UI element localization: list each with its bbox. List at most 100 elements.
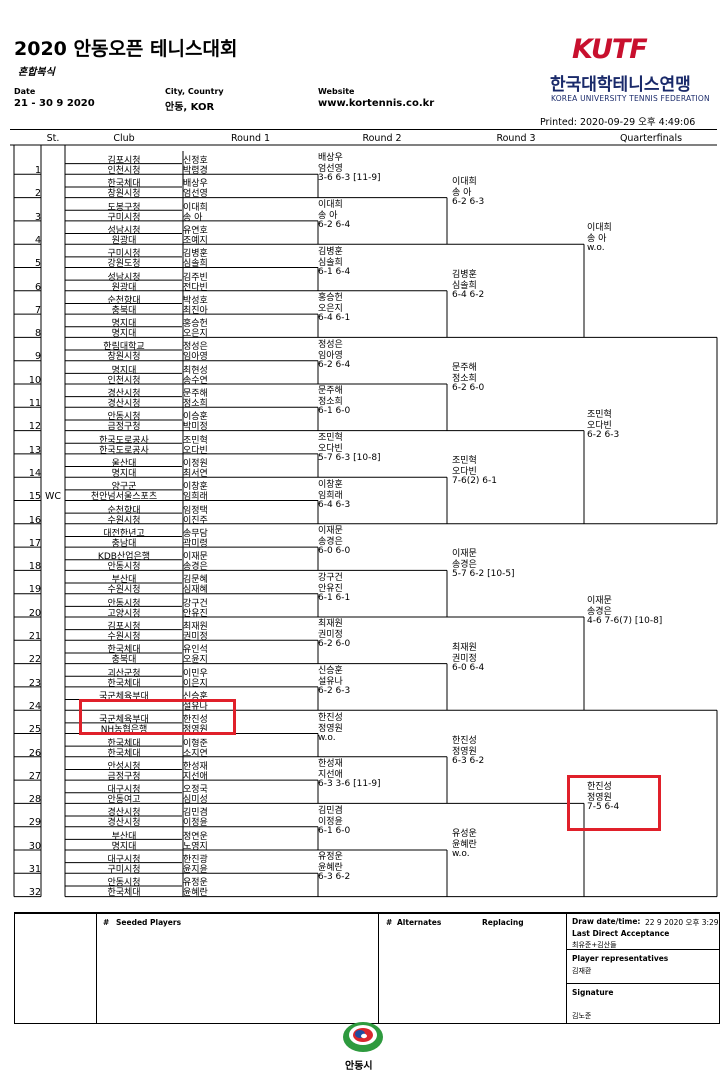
club-name: 한국체대 xyxy=(107,738,141,749)
club-name: 도봉구청 xyxy=(107,202,141,213)
player-name: 홍승헌 xyxy=(183,319,208,330)
club-name: 한국체대 xyxy=(107,645,141,656)
andong-city-logo-icon xyxy=(343,1022,383,1052)
player-name: 이진주 xyxy=(183,515,208,526)
footer-top-rule xyxy=(14,912,720,914)
round3-player-a: 이재문 xyxy=(452,549,477,560)
round2-player-a: 최재원 xyxy=(318,619,343,630)
quarterfinal-player-b: 송 아 xyxy=(587,234,607,245)
seed-number: 18 xyxy=(28,561,41,573)
club-name: 안동시청 xyxy=(107,598,141,609)
club-name: 경산시청 xyxy=(107,818,141,829)
club-name: 한국체대 xyxy=(107,888,141,899)
seed-number: 17 xyxy=(28,537,41,549)
lda-label: Last Direct Acceptance xyxy=(572,929,670,938)
kutf-logo: KUTF xyxy=(572,34,648,65)
player-name: 김민겸 xyxy=(183,808,208,819)
round2-player-b: 오다빈 xyxy=(318,443,343,454)
club-name: 안동시청 xyxy=(107,878,141,889)
seed-number: 8 xyxy=(34,328,41,340)
club-name: 창원시청 xyxy=(107,352,141,363)
footer-hline-2 xyxy=(566,983,720,984)
quarterfinal-player-a: 이재문 xyxy=(587,596,612,606)
player-name: 심재혜 xyxy=(183,585,208,596)
quarterfinal-score: 7-5 6-4 xyxy=(587,802,620,813)
club-name: 대전한년고 xyxy=(103,528,145,539)
highlight-box-entry-25 xyxy=(79,699,236,735)
city-value: 안동, KOR xyxy=(165,102,215,113)
seed-number: 32 xyxy=(28,887,41,899)
round2-player-b: 엄선영 xyxy=(318,164,343,175)
club-name: 순천향대 xyxy=(107,295,141,306)
round2-player-b: 안유진 xyxy=(318,583,343,594)
player-name: 오윤지 xyxy=(183,655,208,666)
seed-number: 21 xyxy=(28,631,41,642)
club-name: 부산대 xyxy=(111,831,137,842)
player-name: 이정윤 xyxy=(183,818,208,829)
footer-divider-3 xyxy=(566,912,567,1024)
club-name: 창원시청 xyxy=(107,189,141,200)
player-name: 유인석 xyxy=(183,645,208,656)
round2-player-b: 송경은 xyxy=(318,537,343,548)
club-name: 국군체육부대 xyxy=(99,691,149,702)
round2-score: 6-3 6-2 xyxy=(318,872,351,883)
player-name: 정소희 xyxy=(183,399,208,409)
seed-number: 1 xyxy=(34,165,41,176)
player-name: 박성호 xyxy=(183,295,208,306)
quarterfinal-player-a: 이대희 xyxy=(587,223,612,234)
round3-player-b: 정소희 xyxy=(452,374,477,384)
page-title: 2020 안동오픈 테니스대회 xyxy=(14,38,238,60)
player-name: 최재원 xyxy=(183,622,208,632)
footer-divider-1 xyxy=(96,912,97,1024)
alternates-label: Alternates xyxy=(397,918,442,927)
quarterfinal-player-b: 송경은 xyxy=(587,607,612,617)
player-name: 전다빈 xyxy=(183,282,208,293)
club-name: 천안넘서울스포츠 xyxy=(90,492,158,503)
player-name: 김주빈 xyxy=(183,272,208,283)
round2-score: 6-1 6-1 xyxy=(318,592,351,603)
seed-number: 5 xyxy=(34,258,41,270)
draw-date-label: Draw date/time: xyxy=(572,917,641,926)
highlight-box-quarterfinal xyxy=(567,775,661,831)
round3-player-b: 송 아 xyxy=(452,187,472,198)
club-name: NH농협은행 xyxy=(100,725,148,736)
player-name: 송수연 xyxy=(183,375,208,386)
round3-score: 7-6(2) 6-1 xyxy=(452,476,498,487)
round3-player-a: 문주해 xyxy=(452,363,477,373)
club-name: 부산대 xyxy=(111,575,137,586)
round3-player-a: 최재원 xyxy=(452,642,477,653)
player-name: 박령경 xyxy=(183,166,208,176)
round2-player-b: 송 아 xyxy=(318,210,338,221)
club-name: 안성시청 xyxy=(107,761,141,772)
round3-player-a: 김병훈 xyxy=(452,269,477,280)
club-name: 안동시청 xyxy=(107,562,141,573)
signature-label: Signature xyxy=(572,988,614,997)
round2-player-a: 김병훈 xyxy=(318,246,343,257)
round2-player-b: 설유나 xyxy=(318,676,343,687)
round3-score: 6-2 6-3 xyxy=(452,196,485,207)
city-label: City, Country xyxy=(165,87,224,96)
seed-number: 31 xyxy=(28,864,41,875)
club-name: 수원시청 xyxy=(107,585,141,596)
club-name: 수원시청 xyxy=(107,632,141,642)
seed-number: 25 xyxy=(28,724,41,736)
federation-name-en: KOREA UNIVERSITY TENNIS FEDERATION xyxy=(551,94,710,103)
player-name: 심솔희 xyxy=(183,259,208,270)
club-name: 충북대 xyxy=(111,655,137,666)
round2-player-b: 임희래 xyxy=(318,490,343,501)
club-name: 대구시청 xyxy=(107,855,141,865)
player-name: 노영지 xyxy=(183,841,208,852)
round2-score: 6-2 6-4 xyxy=(318,219,351,230)
round2-player-a: 김민겸 xyxy=(318,805,343,816)
website-value: www.kortennis.co.kr xyxy=(318,98,435,109)
round2-player-b: 오은지 xyxy=(318,304,343,315)
round3-score: 6-4 6-2 xyxy=(452,289,485,300)
date-value: 21 - 30 9 2020 xyxy=(14,98,95,109)
seed-number: 29 xyxy=(28,817,41,829)
club-name: 인천시청 xyxy=(107,375,141,386)
round3-player-a: 유성운 xyxy=(452,829,477,839)
round2-player-b: 정영원 xyxy=(318,723,343,734)
player-name: 안유진 xyxy=(183,608,208,619)
player-name: 문주해 xyxy=(183,389,208,399)
player-name: 지선애 xyxy=(183,771,208,782)
